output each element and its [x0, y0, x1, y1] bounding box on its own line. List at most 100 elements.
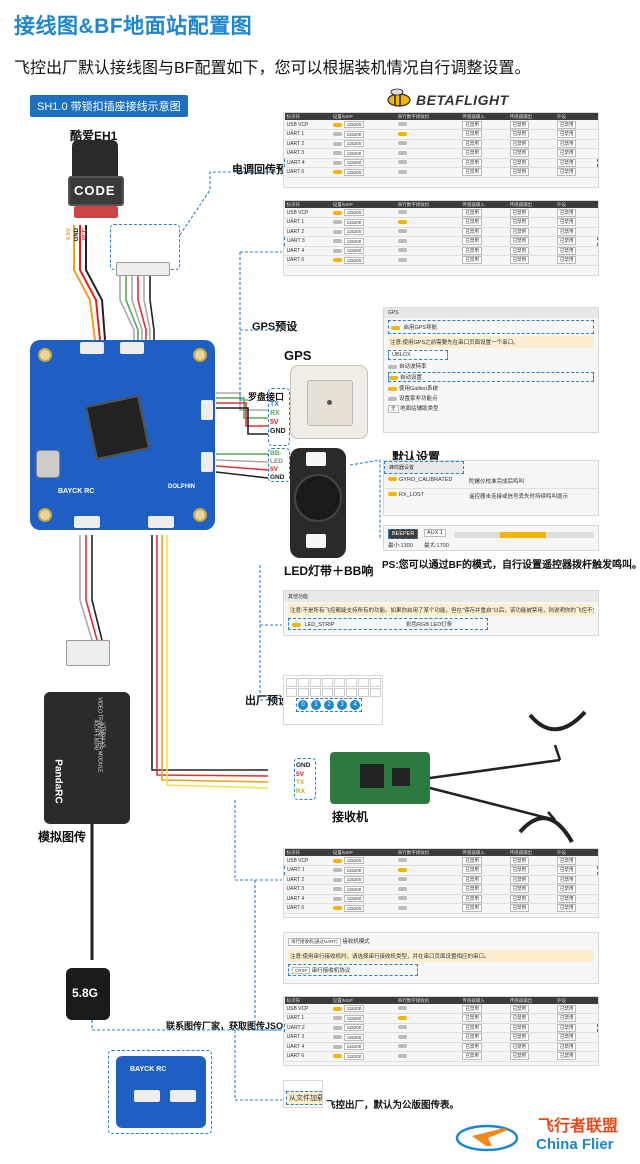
gps-enable-toggle[interactable] — [391, 325, 400, 330]
baud-select[interactable]: 115200 — [343, 218, 365, 226]
sensor-out-select[interactable]: 已禁用 — [509, 218, 530, 227]
led-cell[interactable] — [346, 688, 357, 697]
rx-toggle[interactable] — [397, 229, 407, 234]
gps-protocol[interactable]: UBLOX — [388, 350, 448, 360]
msp-toggle[interactable] — [332, 122, 342, 127]
periph-select[interactable]: 已禁用 — [556, 1033, 577, 1042]
sensor-select[interactable]: 已禁用 — [462, 208, 482, 217]
msp-toggle[interactable] — [332, 906, 342, 911]
sensor-select[interactable]: 已禁用 — [462, 1033, 482, 1042]
rx-toggle[interactable] — [397, 905, 407, 910]
led-cell[interactable] — [322, 678, 333, 687]
baud-select[interactable]: 115200 — [343, 904, 365, 912]
led-cell[interactable] — [370, 678, 381, 687]
baud-select[interactable]: 115200 — [343, 140, 365, 148]
rx-toggle[interactable] — [397, 169, 407, 174]
rx-toggle[interactable] — [397, 1015, 407, 1020]
periph-select[interactable]: 已禁用 — [556, 168, 577, 177]
rx-toggle[interactable] — [397, 248, 407, 253]
sensor-select[interactable]: 已禁用 — [462, 149, 482, 158]
sensor-select[interactable]: 已禁用 — [462, 1042, 482, 1051]
gps-option-toggle[interactable] — [388, 364, 397, 369]
sensor-select[interactable]: 已禁用 — [462, 256, 482, 265]
baud-select[interactable]: 115200 — [343, 149, 365, 157]
periph-select[interactable]: 已禁用 — [556, 237, 577, 246]
led-cell[interactable] — [298, 688, 309, 697]
msp-toggle[interactable] — [332, 868, 342, 873]
led-cell[interactable] — [346, 678, 357, 687]
sensor-out-select[interactable]: 已禁用 — [509, 856, 530, 865]
sensor-select[interactable]: 已禁用 — [462, 1014, 482, 1023]
sensor-select[interactable]: 已禁用 — [462, 139, 482, 148]
led-feature-toggle[interactable] — [292, 622, 301, 627]
sensor-out-select[interactable]: 已禁用 — [509, 149, 530, 158]
msp-toggle[interactable] — [332, 210, 342, 215]
msp-toggle[interactable] — [332, 141, 342, 146]
mode-channel[interactable]: AUX 1 — [424, 529, 446, 537]
sensor-out-select[interactable]: 已禁用 — [509, 256, 530, 265]
led-num[interactable]: 1 — [311, 700, 321, 710]
msp-toggle[interactable] — [332, 1054, 342, 1059]
baud-select[interactable]: 115200 — [343, 247, 365, 255]
sensor-select[interactable]: 已禁用 — [462, 856, 482, 865]
led-cell[interactable] — [298, 678, 309, 687]
baud-select[interactable]: 115200 — [343, 1043, 365, 1051]
periph-select[interactable]: 已禁用 — [556, 149, 577, 158]
led-cell[interactable] — [286, 688, 297, 697]
sensor-select[interactable]: 已禁用 — [462, 168, 482, 177]
periph-select[interactable]: 已禁用 — [556, 139, 577, 148]
sensor-out-select[interactable]: 已禁用 — [509, 1014, 530, 1023]
sensor-select[interactable]: 已禁用 — [462, 1023, 482, 1032]
baud-select[interactable]: 115200 — [343, 885, 365, 893]
sensor-select[interactable]: 已禁用 — [462, 875, 482, 884]
gps-option-toggle[interactable] — [388, 386, 397, 391]
led-cell[interactable] — [310, 688, 321, 697]
periph-select[interactable]: 已禁用 — [556, 1023, 577, 1032]
baud-select[interactable]: 115200 — [343, 168, 365, 176]
baud-select[interactable]: 115200 — [343, 228, 365, 236]
sensor-out-select[interactable]: 已禁用 — [509, 894, 530, 903]
sensor-out-select[interactable]: 已禁用 — [509, 1023, 530, 1032]
msp-toggle[interactable] — [332, 1016, 342, 1021]
periph-select[interactable]: 已禁用 — [556, 227, 577, 236]
periph-select[interactable]: 已禁用 — [556, 130, 577, 139]
rx-toggle[interactable] — [397, 886, 407, 891]
sensor-out-select[interactable]: 已禁用 — [509, 130, 530, 139]
led-num[interactable]: 2 — [324, 700, 334, 710]
beeper-toggle[interactable] — [388, 477, 397, 481]
msp-toggle[interactable] — [332, 858, 342, 863]
msp-toggle[interactable] — [332, 248, 342, 253]
rx-toggle[interactable] — [397, 858, 407, 863]
periph-select[interactable]: 已禁用 — [556, 1042, 577, 1051]
rx-toggle[interactable] — [397, 131, 407, 136]
periph-select[interactable]: 已禁用 — [556, 894, 577, 903]
msp-toggle[interactable] — [332, 220, 342, 225]
baud-select[interactable]: 115200 — [343, 1024, 365, 1032]
sensor-out-select[interactable]: 已禁用 — [509, 120, 530, 129]
rx-toggle[interactable] — [397, 867, 407, 872]
beeper-toggle[interactable] — [388, 492, 397, 496]
sensor-out-select[interactable]: 已禁用 — [509, 168, 530, 177]
msp-toggle[interactable] — [332, 1035, 342, 1040]
baud-select[interactable]: 115200 — [343, 237, 365, 245]
sensor-out-select[interactable]: 已禁用 — [509, 875, 530, 884]
periph-select[interactable]: 已禁用 — [556, 1014, 577, 1023]
gps-sbas-select[interactable]: 无 — [388, 405, 399, 413]
led-cell[interactable] — [310, 678, 321, 687]
sensor-out-select[interactable]: 已禁用 — [509, 237, 530, 246]
rx-toggle[interactable] — [397, 141, 407, 146]
msp-toggle[interactable] — [332, 229, 342, 234]
led-cell[interactable] — [334, 688, 345, 697]
rx-toggle[interactable] — [397, 219, 407, 224]
sensor-out-select[interactable]: 已禁用 — [509, 246, 530, 255]
load-file-button[interactable]: 从文件加载 — [286, 1091, 322, 1105]
periph-select[interactable]: 已禁用 — [556, 120, 577, 129]
mode-range-bar[interactable] — [454, 532, 594, 538]
baud-select[interactable]: 115200 — [343, 895, 365, 903]
gps-option-toggle[interactable] — [389, 375, 398, 380]
baud-select[interactable]: 115200 — [343, 876, 365, 884]
rx-toggle[interactable] — [397, 877, 407, 882]
periph-select[interactable]: 已禁用 — [556, 866, 577, 875]
gps-option-toggle[interactable] — [388, 396, 397, 401]
baud-select[interactable]: 115200 — [343, 1052, 365, 1060]
